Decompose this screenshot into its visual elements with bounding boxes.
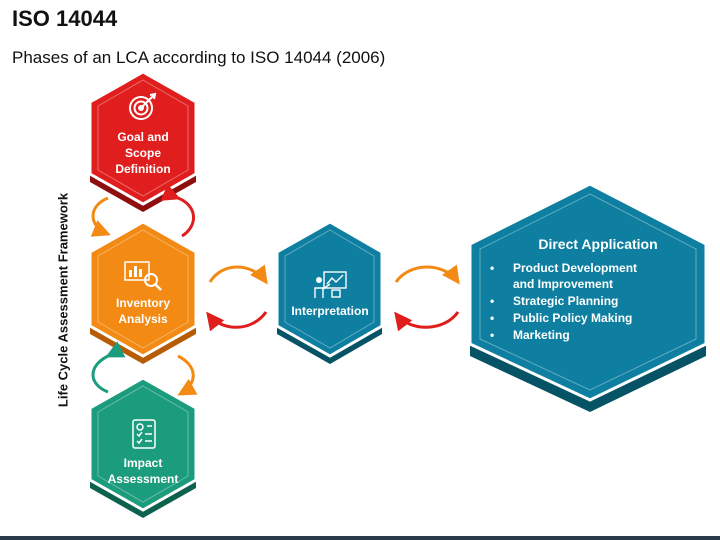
interpretation-label: Interpretation — [291, 303, 368, 319]
goal-scope-label: Goal and Scope Definition — [115, 129, 170, 177]
page-subtitle: Phases of an LCA according to ISO 14044 … — [12, 48, 386, 67]
list-item-line1: Marketing — [513, 328, 570, 342]
checklist-report-icon — [132, 419, 156, 449]
target-icon — [129, 92, 157, 120]
inventory-label-line1: Inventory — [115, 296, 171, 310]
cycle-arrow-right-red — [160, 184, 195, 238]
inventory-analysis-hexagon — [88, 220, 198, 364]
direct-application-box: Direct Application Product Development a… — [488, 236, 708, 344]
impact-label-line2: Assessment — [107, 472, 179, 486]
cycle-arrow-left-orange — [90, 196, 111, 237]
inventory-analysis-label: Inventory Analysis — [116, 295, 170, 327]
direct-application-title: Direct Application — [538, 236, 658, 252]
cycle-arrow-bottom-red — [206, 311, 268, 332]
presenter-board-icon — [314, 271, 347, 298]
chart-search-icon — [124, 261, 162, 291]
list-item-line1: Strategic Planning — [513, 294, 619, 308]
list-item: Strategic Planning — [488, 293, 708, 309]
goal-label-line3: Definition — [115, 162, 171, 176]
list-item: Product Development and Improvement — [488, 260, 708, 292]
direct-application-list: Product Development and Improvement Stra… — [488, 260, 708, 343]
goal-scope-hexagon — [88, 70, 198, 212]
inventory-label-line2: Analysis — [118, 312, 168, 326]
impact-assessment-hexagon — [88, 376, 198, 518]
bottom-bar — [0, 536, 720, 540]
interpretation-label-line1: Interpretation — [291, 304, 369, 318]
goal-label-line2: Scope — [124, 146, 162, 160]
list-item-line2: and Improvement — [513, 277, 614, 291]
list-item-line1: Product Development — [513, 261, 638, 275]
list-item: Marketing — [488, 327, 708, 343]
goal-label-line1: Goal and — [117, 130, 169, 144]
impact-label-line1: Impact — [123, 456, 163, 470]
impact-assessment-label: Impact Assessment — [108, 455, 179, 487]
cycle-arrow-left-green — [91, 341, 126, 394]
cycle-arrow-right-orange — [177, 354, 198, 396]
interpretation-hexagon — [275, 220, 384, 364]
list-item-line1: Public Policy Making — [513, 311, 633, 325]
list-item: Public Policy Making — [488, 310, 708, 326]
cycle-arrow-top-orange — [208, 264, 268, 285]
cycle-arrow-bottom-red-2 — [394, 311, 460, 332]
page-title: ISO 14044 — [12, 6, 118, 31]
cycle-arrow-top-orange-2 — [394, 264, 460, 285]
